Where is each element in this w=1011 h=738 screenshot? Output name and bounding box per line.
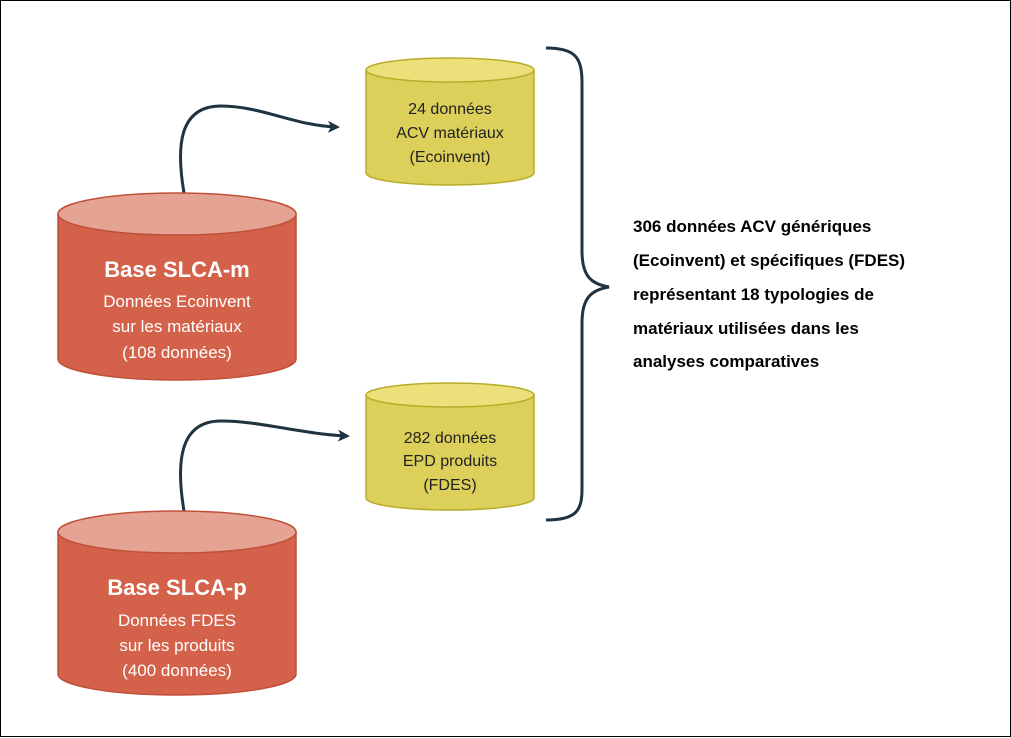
- base-slca-m-line-1: Données Ecoinvent: [103, 292, 251, 311]
- base-slca-p-body: [57, 531, 297, 696]
- acv-materiaux-body: [365, 69, 535, 186]
- summary-line-1: 306 données ACV génériques: [633, 217, 871, 236]
- acv-materiaux-line-1: 24 données: [408, 101, 492, 118]
- base-slca-p-line-1: Données FDES: [118, 611, 236, 630]
- base-slca-p-title: Base SLCA-p: [107, 575, 246, 600]
- base-slca-m-title: Base SLCA-m: [104, 257, 249, 282]
- summary-line-3: représentant 18 typologies de: [633, 285, 874, 304]
- epd-produits-line-1: 282 données: [404, 430, 497, 447]
- summary-line-4: matériaux utilisées dans les: [633, 319, 859, 338]
- acv-materiaux-top: [365, 57, 535, 83]
- epd-produits-body: [365, 394, 535, 511]
- base-slca-m-top: [57, 192, 297, 236]
- base-slca-m-line-3: (108 données): [122, 343, 232, 362]
- summary-line-5: analyses comparatives: [633, 352, 819, 371]
- summary-line-2: (Ecoinvent) et spécifiques (FDES): [633, 251, 905, 270]
- epd-produits-line-3: (FDES): [423, 477, 476, 494]
- acv-materiaux-cylinder: 24 données ACV matériaux (Ecoinvent): [365, 57, 535, 186]
- epd-produits-cylinder: 282 données EPD produits (FDES): [365, 382, 535, 511]
- epd-produits-line-2: EPD produits: [403, 453, 497, 470]
- base-slca-p-line-3: (400 données): [122, 661, 232, 680]
- acv-materiaux-line-3: (Ecoinvent): [410, 149, 491, 166]
- base-slca-p-line-2: sur les produits: [119, 636, 234, 655]
- arrow-base-p-to-epd: [179, 419, 350, 512]
- base-slca-p-top: [57, 510, 297, 554]
- base-slca-m-cylinder: Base SLCA-m Données Ecoinvent sur les ma…: [57, 192, 297, 381]
- epd-produits-top: [365, 382, 535, 408]
- acv-materiaux-line-2: ACV matériaux: [396, 125, 504, 142]
- summary-block: 306 données ACV génériques (Ecoinvent) e…: [633, 217, 905, 371]
- curly-brace: [545, 46, 610, 522]
- base-slca-p-cylinder: Base SLCA-p Données FDES sur les produit…: [57, 510, 297, 696]
- base-slca-m-line-2: sur les matériaux: [112, 317, 242, 336]
- arrow-base-m-to-acv: [179, 104, 340, 194]
- base-slca-m-body: [57, 213, 297, 381]
